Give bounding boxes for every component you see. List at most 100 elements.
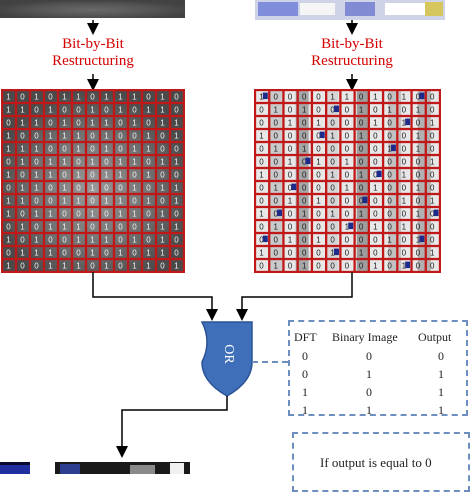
grid-bit: 0 [90,196,95,205]
grid-bit: 1 [430,248,435,257]
grid-cell [155,141,171,156]
grid-cell [283,219,298,234]
grid-bit: 1 [416,235,421,244]
grid-bit: 0 [160,170,165,179]
grid-cell [127,180,143,195]
grid-bit: 0 [330,222,335,231]
grid-bit: 0 [48,118,53,127]
grid-bit: 1 [76,222,81,231]
grid-bit: 0 [90,170,95,179]
grid-cell [29,128,45,143]
grid-bit: 1 [76,261,81,270]
grid-bit: 0 [20,131,25,140]
grid-bit: 0 [132,222,137,231]
grid-cell [127,115,143,130]
grid-bit: 0 [302,235,307,244]
grid-bit: 1 [259,248,264,257]
grid-bit: 1 [387,144,392,153]
grid-bit: 1 [20,118,25,127]
grid-bit: 0 [373,144,378,153]
grid-cell [354,206,369,221]
grid-bit: 0 [132,105,137,114]
grid-bit: 0 [20,170,25,179]
grid-bit: 0 [430,170,435,179]
grid-bit: 0 [359,157,364,166]
grid-bit: 0 [302,183,307,192]
grid-bit: 1 [146,144,151,153]
grid-bit: 1 [288,118,293,127]
grid-bit: 0 [316,92,321,101]
grid-blob [390,144,396,152]
grid-cell [340,193,355,208]
grid-cell [113,102,129,117]
grid-bit: 0 [132,131,137,140]
grid-bit: 0 [416,92,421,101]
grid-cell [99,245,115,260]
grid-cell [311,141,327,156]
grid-bit: 0 [330,196,335,205]
grid-cell [113,128,129,143]
grid-bit: 1 [90,183,95,192]
grid-bit: 1 [174,157,179,166]
grid-bit: 0 [146,92,151,101]
grid-bit: 0 [373,248,378,257]
grid-cell [99,193,115,208]
grid-bit: 0 [416,248,421,257]
grid-cell [326,206,341,221]
grid-bit: 1 [6,144,11,153]
grid-bit: 1 [160,209,165,218]
grid-cell [43,206,59,221]
grid-bit: 1 [90,105,95,114]
grid-cell [99,232,115,247]
grid-cell [382,141,398,156]
grid-bit: 0 [345,170,350,179]
grid-bit: 0 [359,92,364,101]
grid-bit: 0 [118,144,123,153]
grid-blob [405,261,411,269]
grid-cell [311,219,327,234]
grid-cell [155,167,171,182]
grid-cell [368,219,384,234]
grid-bit: 0 [302,118,307,127]
grid-bit: 1 [48,170,53,179]
grid-cell [297,219,313,234]
grid-bit: 0 [345,209,350,218]
grid-bit: 0 [430,92,435,101]
grid-bit: 0 [402,235,407,244]
grid-cell [85,180,101,195]
grid-cell [141,102,157,117]
grid-bit: 1 [316,196,321,205]
grid-bit: 1 [330,170,335,179]
grid-bit: 1 [359,105,364,114]
grid-bit: 1 [274,261,279,270]
grid-bit: 1 [288,235,293,244]
grid-bit: 0 [259,144,264,153]
grid-bit: 1 [359,248,364,257]
grid-bit: 0 [118,131,123,140]
grid-cell [57,193,73,208]
grid-cell [311,245,327,260]
grid-cell [311,128,327,143]
grid-cell [127,128,143,143]
grid-bit: 0 [387,261,392,270]
grid-bit: 0 [48,183,53,192]
grid-bit: 0 [104,248,109,257]
grid-cell [283,193,298,208]
grid-bit: 0 [416,157,421,166]
grid-cell [368,141,384,156]
grid-bit: 1 [62,183,67,192]
grid-cell [71,141,87,156]
grid-bit: 0 [118,261,123,270]
grid-bit: 1 [6,261,11,270]
grid-bit: 0 [416,196,421,205]
truth-table-cell: 0 [438,349,444,363]
grid-bit: 1 [302,144,307,153]
grid-cell [269,206,284,221]
grid-bit: 0 [132,248,137,257]
grid-cell [340,154,355,169]
grid-cell [29,193,45,208]
grid-bit: 1 [6,235,11,244]
grid-bit: 0 [387,92,392,101]
